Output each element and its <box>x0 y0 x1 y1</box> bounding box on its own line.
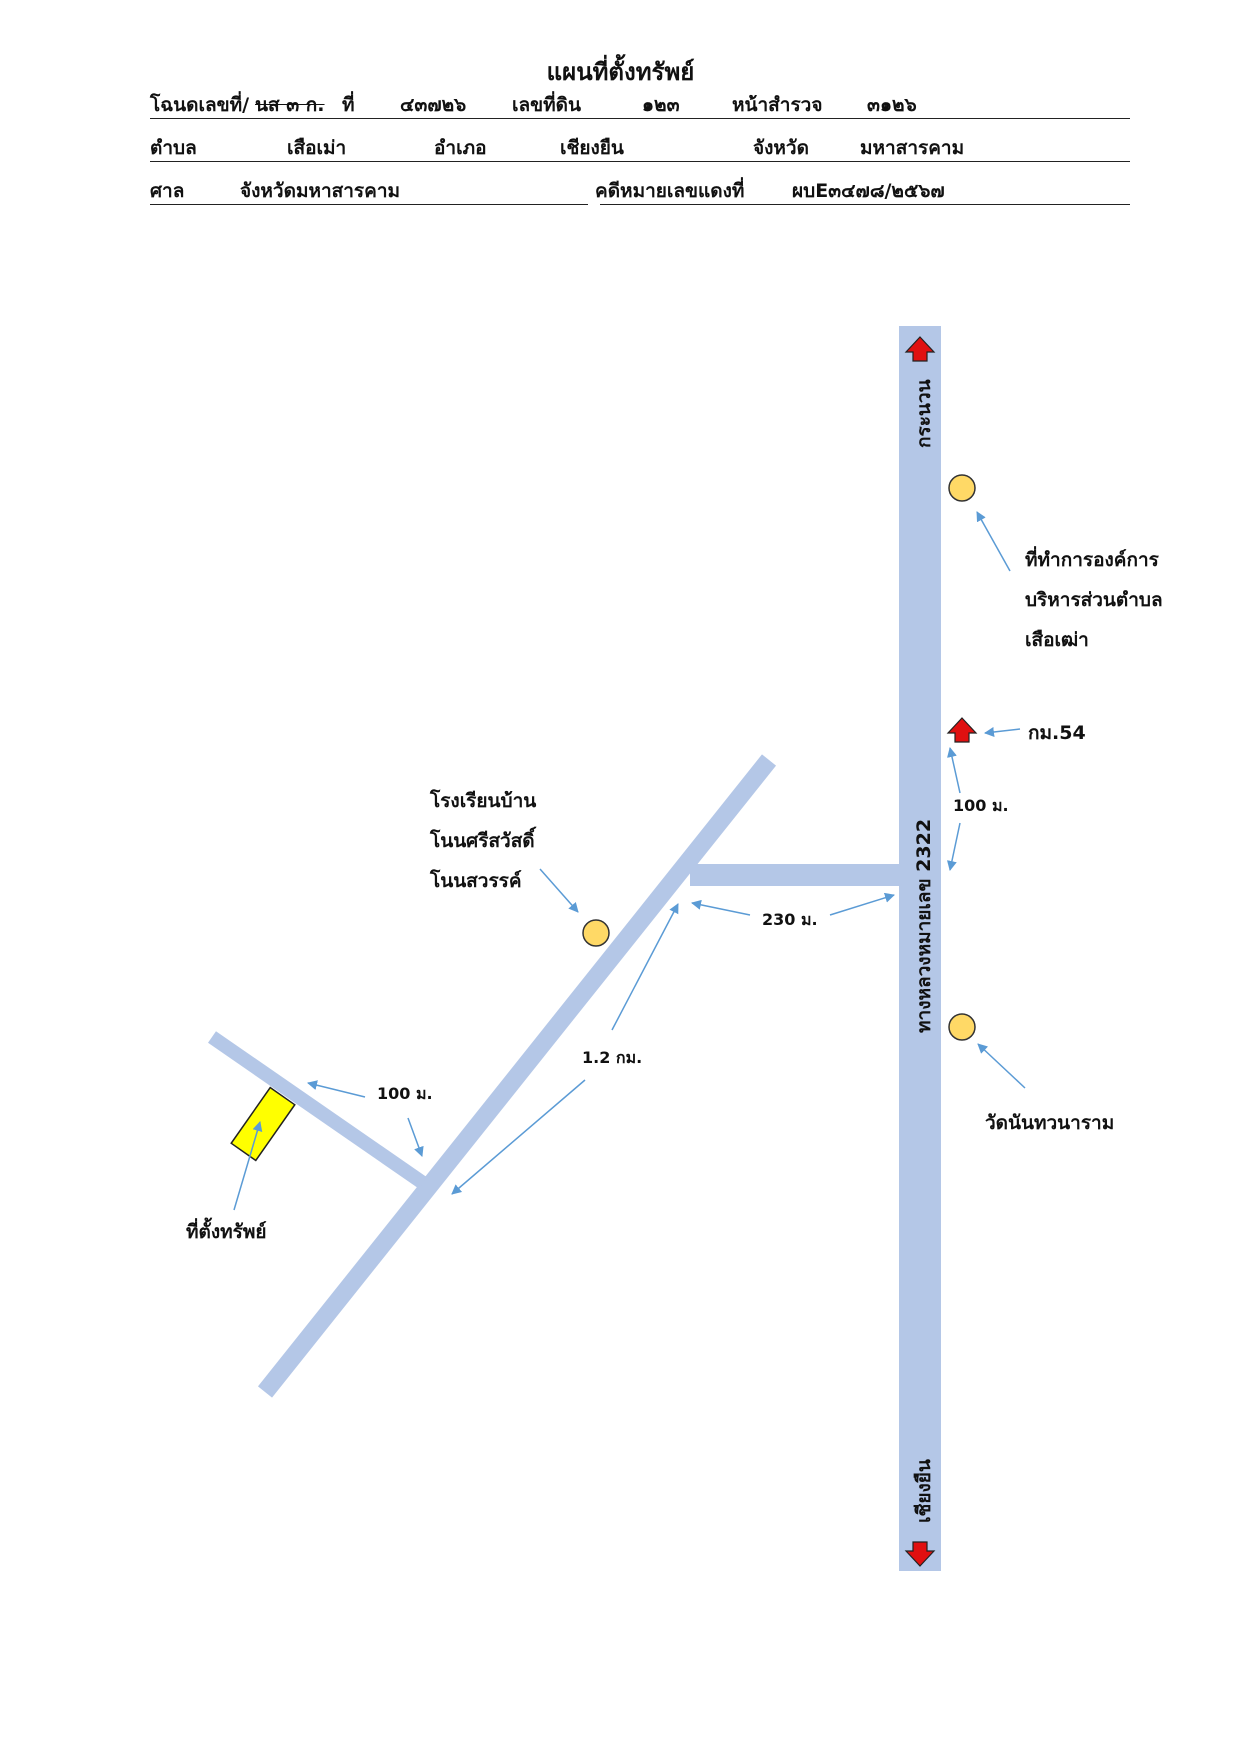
school-label-line2: โนนศรีสวัสดิ์ <box>430 830 535 852</box>
case-label: คดีหมายเลขแดงที่ <box>595 180 745 202</box>
highway-label: ทางหลวงหมายเลข 2322 <box>913 818 935 1033</box>
dist-100-side-down-arrow <box>407 1117 424 1157</box>
district-value: เชียงยืน <box>560 137 624 159</box>
subdistrict-label: ตำบล <box>150 137 197 159</box>
school-label-line3: โนนสวรรค์ <box>430 870 522 892</box>
dist-230-left-arrow <box>691 899 751 916</box>
district-label: อำเภอ <box>434 137 487 159</box>
court-value: จังหวัดมหาสารคาม <box>240 180 401 202</box>
underline-gap <box>588 203 600 207</box>
highway-2322-road <box>899 326 941 1571</box>
survey-number: ๓๑๒๖ <box>867 94 917 116</box>
property-pointer-arrow <box>233 1121 263 1211</box>
deed-label: โฉนดเลขที่/ <box>150 94 250 116</box>
dist-230-right-arrow <box>829 892 895 916</box>
page-title: แผนที่ตั้งทรัพย์ <box>546 58 695 86</box>
school-pointer-arrow <box>539 868 579 913</box>
distance-100m-highway: 100 ม. <box>953 796 1009 815</box>
province-value: มหาสารคาม <box>860 137 965 159</box>
dist-100-side-left-arrow <box>307 1080 366 1098</box>
school-label-line1: โรงเรียนบ้าน <box>430 790 537 812</box>
school-marker-icon <box>582 919 610 947</box>
temple-pointer-arrow <box>977 1043 1026 1089</box>
tao-pointer-arrow <box>976 511 1011 572</box>
south-arrow-icon <box>904 1541 936 1567</box>
diagonal-road <box>257 754 777 1398</box>
north-destination-label: กระนวน <box>913 379 935 448</box>
dist-1-2km-down-arrow <box>451 1079 586 1195</box>
land-number: ๑๒๓ <box>642 94 680 116</box>
distance-100m-side: 100 ม. <box>377 1084 433 1103</box>
province-label: จังหวัด <box>753 137 809 159</box>
tao-label-line1: ที่ทำการองค์การ <box>1025 549 1159 571</box>
tao-label-line2: บริหารส่วนตำบล <box>1025 589 1163 611</box>
side-road <box>208 1031 427 1189</box>
distance-230m: 230 ม. <box>762 910 818 929</box>
deed-struck-text: นส ๓ ก. <box>255 94 325 116</box>
court-label: ศาล <box>150 180 185 202</box>
header-row-deed: โฉนดเลขที่/ นส ๓ ก. ที่ ๔๓๗๒๖ เลขที่ดิน … <box>150 88 1130 119</box>
subdistrict-value: เสือเม่า <box>287 137 347 159</box>
deed-number: ๔๓๗๒๖ <box>400 94 467 116</box>
survey-label: หน้าสำรวจ <box>732 94 823 116</box>
distance-1-2km: 1.2 กม. <box>582 1048 643 1067</box>
land-no-label: เลขที่ดิน <box>512 94 581 116</box>
north-arrow-icon <box>904 336 936 362</box>
header-row-court: ศาล จังหวัดมหาสารคาม คดีหมายเลขแดงที่ ผบ… <box>150 174 1130 205</box>
case-number: ผบE๓๔๗๘/๒๕๖๗ <box>792 180 945 202</box>
property-parcel <box>230 1086 296 1162</box>
dist-100-down-arrow <box>946 822 961 871</box>
property-label: ที่ตั้งทรัพย์ <box>186 1221 267 1243</box>
south-destination-label: เชียงยืน <box>913 1459 935 1523</box>
tao-office-marker-icon <box>948 474 976 502</box>
km-pointer-arrow <box>984 727 1021 737</box>
km-marker-label: กม.54 <box>1028 722 1086 744</box>
km-marker-arrow-icon <box>946 717 978 743</box>
temple-marker-icon <box>948 1013 976 1041</box>
tao-label-line3: เสือเฒ่า <box>1025 629 1089 651</box>
temple-label: วัดนันทวนาราม <box>985 1112 1115 1134</box>
dist-1-2km-up-arrow <box>611 903 679 1031</box>
header-row-location: ตำบล เสือเม่า อำเภอ เชียงยืน จังหวัด มหา… <box>150 131 1130 162</box>
dist-100-up-arrow <box>947 747 961 794</box>
deed-no-label: ที่ <box>342 94 355 116</box>
